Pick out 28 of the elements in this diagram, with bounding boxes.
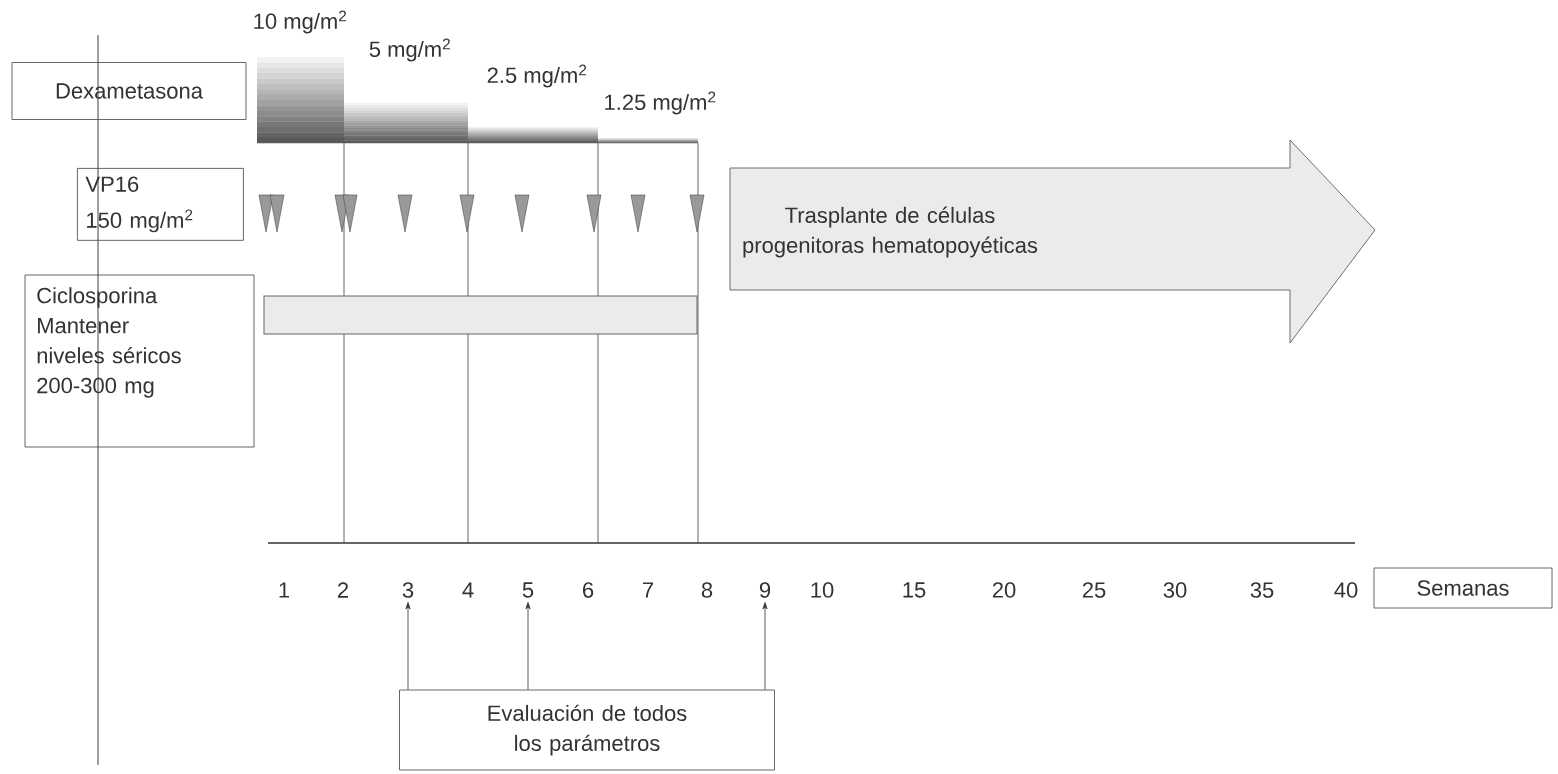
week-number: 8 xyxy=(701,582,713,598)
week-number: 1 xyxy=(279,582,290,598)
week-number: 15 xyxy=(903,582,926,598)
week-number: 6 xyxy=(583,582,594,598)
week-number: 5 xyxy=(522,582,534,598)
week-number: 30 xyxy=(1163,582,1187,598)
drug-box: Dexametasona xyxy=(11,62,247,120)
week-number: 10 xyxy=(811,582,834,598)
week-number: 7 xyxy=(643,582,654,598)
arrow xyxy=(405,602,411,690)
week-number: 20 xyxy=(992,582,1016,598)
week-number: 35 xyxy=(1250,582,1274,598)
week-number: 4 xyxy=(462,582,474,598)
week-number: 25 xyxy=(1082,582,1106,598)
week-number: 3 xyxy=(402,582,414,598)
week-number: 9 xyxy=(759,582,771,598)
unit-box: Semanas xyxy=(1373,567,1553,609)
dose-label: 1.25 mg/m$^{2}$ xyxy=(605,91,716,115)
arrow xyxy=(525,602,531,690)
dose-label: 2.5 mg/m$^{2}$ xyxy=(487,64,587,88)
dose-label: 5 mg/m$^{2}$ xyxy=(369,38,450,62)
drug-box: Ciclosporina Mantener niveles séricos 200-300 mg xyxy=(24,274,255,448)
evaluation-box: Evaluación de todos los parámetros xyxy=(399,689,775,771)
drug-box: VP16 150 mg/m$^{2}$ xyxy=(77,168,244,241)
dose-label: 10 mg/m$^{2}$ xyxy=(254,10,347,34)
week-number: 2 xyxy=(338,582,348,598)
ciclosporin-bar xyxy=(263,295,698,335)
arrow xyxy=(762,602,768,690)
